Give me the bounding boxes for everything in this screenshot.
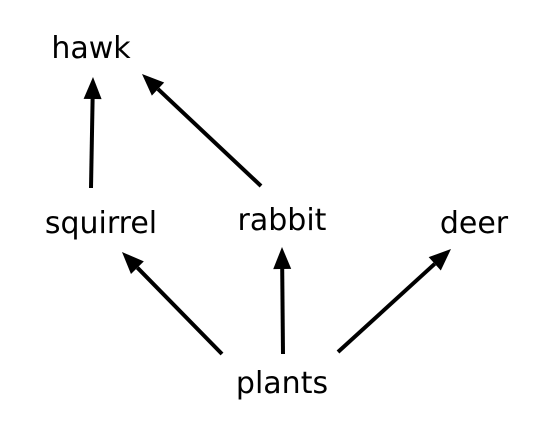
- node-deer: deer: [439, 206, 509, 241]
- arrow-squirrel-to-hawk: [89, 98, 95, 189]
- arrow-plants-to-deer: [336, 262, 437, 354]
- arrow-plants-to-rabbit: [280, 268, 285, 355]
- arrowhead-squirrel-to-hawk: [83, 77, 102, 100]
- node-hawk: hawk: [51, 31, 131, 66]
- arrowhead-plants-to-rabbit: [273, 247, 292, 270]
- arrowhead-plants-to-squirrel: [122, 252, 144, 275]
- arrow-rabbit-to-hawk: [156, 87, 263, 188]
- node-squirrel: squirrel: [44, 206, 158, 241]
- node-plants: plants: [235, 366, 329, 401]
- arrowhead-rabbit-to-hawk: [142, 74, 165, 96]
- node-rabbit: rabbit: [237, 203, 327, 238]
- arrow-plants-to-squirrel: [135, 266, 224, 356]
- arrowhead-plants-to-deer: [428, 249, 451, 271]
